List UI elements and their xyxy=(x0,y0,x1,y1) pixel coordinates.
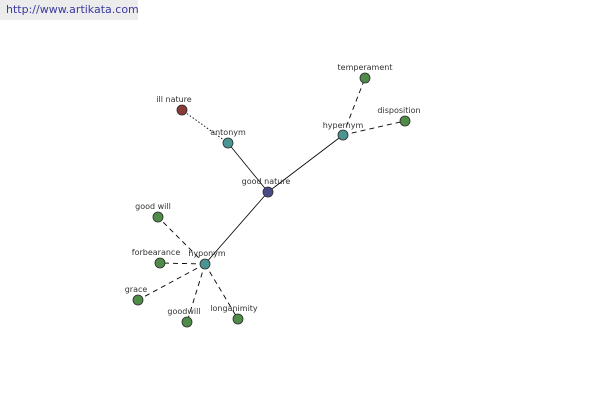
edge-good-nature-hypernym xyxy=(267,134,344,193)
edge-hyponym-goodwill xyxy=(186,263,206,323)
node-longanimity[interactable] xyxy=(232,313,244,325)
edge-layer xyxy=(137,77,406,323)
node-hypernym[interactable] xyxy=(337,129,349,141)
node-label-grace: grace xyxy=(125,285,148,294)
node-label-disposition: disposition xyxy=(377,106,420,115)
node-label-forbearance: forbearance xyxy=(132,248,181,257)
node-layer xyxy=(132,72,411,328)
node-good-nature[interactable] xyxy=(262,186,274,198)
edge-antonym-ill-nature xyxy=(181,109,229,144)
node-hyponym[interactable] xyxy=(199,258,211,270)
node-disposition[interactable] xyxy=(399,115,411,127)
node-label-ill-nature: ill nature xyxy=(156,95,192,104)
node-label-temperament: temperament xyxy=(338,63,393,72)
node-label-good-nature: good nature xyxy=(242,177,291,186)
node-goodwill[interactable] xyxy=(181,316,193,328)
source-banner: http://www.artikata.com xyxy=(0,0,139,20)
edge-hypernym-temperament xyxy=(342,77,366,136)
edge-hyponym-grace xyxy=(137,263,206,301)
node-label-goodwill: goodwill xyxy=(167,307,200,316)
node-label-hyponym: hyponym xyxy=(188,249,226,258)
node-label-good-will-1: good will xyxy=(135,202,171,211)
edge-hyponym-good-will-1 xyxy=(157,216,206,265)
node-label-longanimity: longanimity xyxy=(210,304,258,313)
node-temperament[interactable] xyxy=(359,72,371,84)
node-label-antonym: antonym xyxy=(210,128,246,137)
node-forbearance[interactable] xyxy=(154,257,166,269)
label-layer: good nature antonym hypernym hyponym ill nat… xyxy=(125,63,421,316)
edge-hypernym-disposition xyxy=(342,120,406,136)
node-ill-nature[interactable] xyxy=(176,104,188,116)
edge-good-nature-hyponym xyxy=(204,191,269,265)
node-grace[interactable] xyxy=(132,294,144,306)
node-antonym[interactable] xyxy=(222,137,234,149)
node-label-hypernym: hypernym xyxy=(323,121,364,130)
edge-hyponym-forbearance xyxy=(159,262,206,265)
edge-good-nature-antonym xyxy=(227,142,269,193)
source-link[interactable]: http://www.artikata.com xyxy=(6,3,139,16)
edge-hyponym-longanimity xyxy=(204,263,239,320)
node-good-will-1[interactable] xyxy=(152,211,164,223)
